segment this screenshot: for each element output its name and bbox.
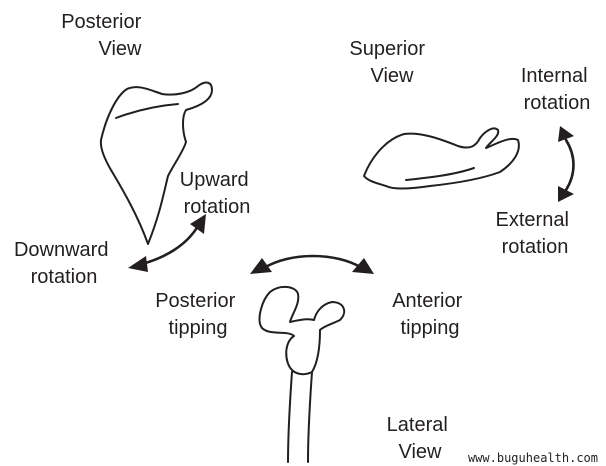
lateral-scapula-body <box>287 371 313 463</box>
anterior-tipping-arrowhead <box>352 258 374 274</box>
external-rotation-arrowhead <box>558 186 574 202</box>
upward-downward-rotation-arc <box>128 214 206 272</box>
lateral-view-label: Lateral View <box>387 414 454 463</box>
superior-view-scapula <box>363 127 520 190</box>
watermark: www.buguhealth.com <box>468 451 598 465</box>
anterior-tipping-label: Anterior tipping <box>392 290 468 339</box>
posterior-tipping-label: Posterior tipping <box>155 290 241 339</box>
downward-rotation-arrowhead <box>128 256 148 272</box>
superior-scapula-spine <box>405 167 475 181</box>
anterior-posterior-tipping-arc <box>250 254 374 274</box>
tipping-arc <box>262 254 364 270</box>
internal-rotation-label: Internal rotation <box>521 65 593 114</box>
upward-rotation-label: Upward rotation <box>180 169 254 218</box>
superior-scapula-outline <box>363 127 520 190</box>
internal-external-rotation-arc <box>558 126 575 202</box>
posterior-view-label: Posterior View <box>61 11 147 60</box>
posterior-scapula-spine <box>115 103 179 119</box>
internal-rotation-arrowhead <box>558 126 574 142</box>
posterior-tipping-arrowhead <box>250 258 272 274</box>
internal-external-arc <box>564 138 575 192</box>
upward-downward-arc <box>140 224 200 266</box>
superior-view-label: Superior View <box>349 38 430 87</box>
posterior-view-scapula <box>99 81 213 245</box>
downward-rotation-label: Downward rotation <box>14 239 114 288</box>
posterior-scapula-outline <box>99 81 213 245</box>
lateral-scapula-outline <box>258 286 346 376</box>
upward-rotation-arrowhead <box>190 214 206 234</box>
external-rotation-label: External rotation <box>496 209 575 258</box>
lateral-view-scapula <box>258 286 346 463</box>
